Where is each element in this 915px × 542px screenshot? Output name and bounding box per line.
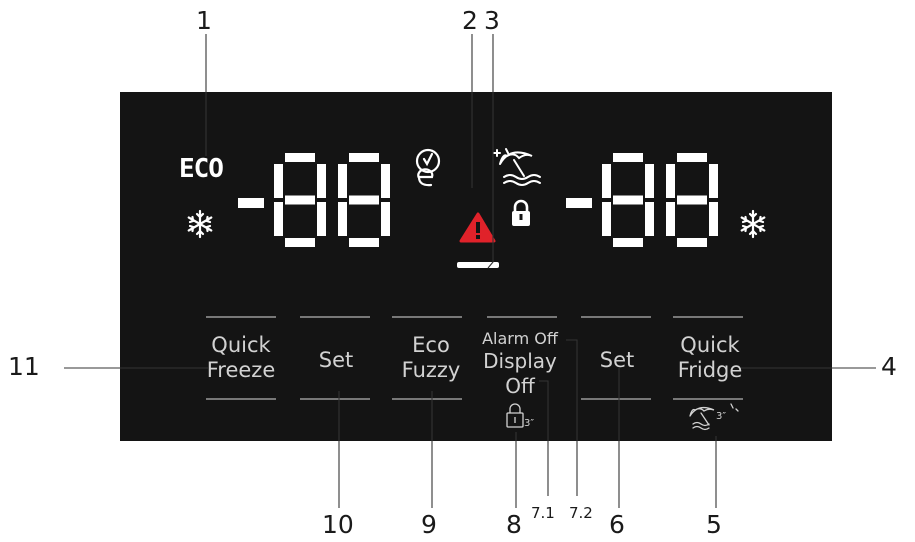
eco-fuzzy-button[interactable]: Eco Fuzzy (386, 333, 476, 383)
quick-fridge-label-1: Quick (680, 333, 740, 357)
snowflake-icon (187, 209, 213, 239)
eco-fuzzy-label-1: Eco (412, 333, 450, 357)
callout-2: 2 (462, 6, 478, 35)
callout-10: 10 (322, 510, 354, 539)
callout-11: 11 (8, 352, 40, 381)
alarm-indicator-bar (457, 262, 499, 268)
display-off-button[interactable]: Display Off (474, 349, 566, 399)
fridge-set-label: Set (599, 348, 635, 372)
vacation-hold-icon (689, 403, 739, 431)
leader-7-1 (539, 380, 549, 496)
eco-fuzzy-icon (415, 148, 441, 187)
lock-icon (512, 199, 530, 226)
snowflake-icon (740, 209, 766, 239)
callout-leaders (64, 34, 876, 508)
leader-3 (487, 34, 494, 269)
vacation-hold-time: 3″ (716, 411, 727, 422)
callout-1: 1 (196, 6, 212, 35)
right-temperature-readout (566, 153, 718, 247)
lock-hold-icon (506, 403, 524, 428)
freezer-set-label: Set (318, 348, 354, 372)
display-off-label-1: Display (483, 349, 557, 373)
callout-6: 6 (609, 510, 625, 539)
eco-indicator: ECO (179, 154, 224, 184)
quick-fridge-label-2: Fridge (677, 358, 743, 383)
fridge-set-button[interactable]: Set (577, 348, 657, 373)
alarm-warning-icon (459, 212, 496, 243)
callout-4: 4 (881, 352, 897, 381)
left-temperature-readout (238, 153, 390, 247)
leader-7-2 (566, 339, 578, 496)
callout-9: 9 (421, 510, 437, 539)
eco-fuzzy-label-2: Fuzzy (401, 358, 461, 383)
quick-freeze-button[interactable]: Quick Freeze (196, 333, 286, 383)
quick-freeze-label-1: Quick (211, 333, 271, 357)
callout-3: 3 (484, 6, 500, 35)
callout-7-2: 7.2 (569, 504, 593, 522)
quick-fridge-button[interactable]: Quick Fridge (665, 333, 755, 383)
callout-5: 5 (706, 510, 722, 539)
alarm-off-label: Alarm Off (482, 329, 558, 348)
button-dividers (206, 316, 743, 400)
vacation-icon (493, 148, 541, 186)
callout-7-1: 7.1 (531, 504, 555, 522)
callout-8: 8 (506, 510, 522, 539)
display-off-label-2: Off (505, 374, 535, 398)
lock-hold-time: 3″ (524, 418, 535, 429)
freezer-set-button[interactable]: Set (296, 348, 376, 373)
quick-freeze-label-2: Freeze (206, 358, 276, 383)
